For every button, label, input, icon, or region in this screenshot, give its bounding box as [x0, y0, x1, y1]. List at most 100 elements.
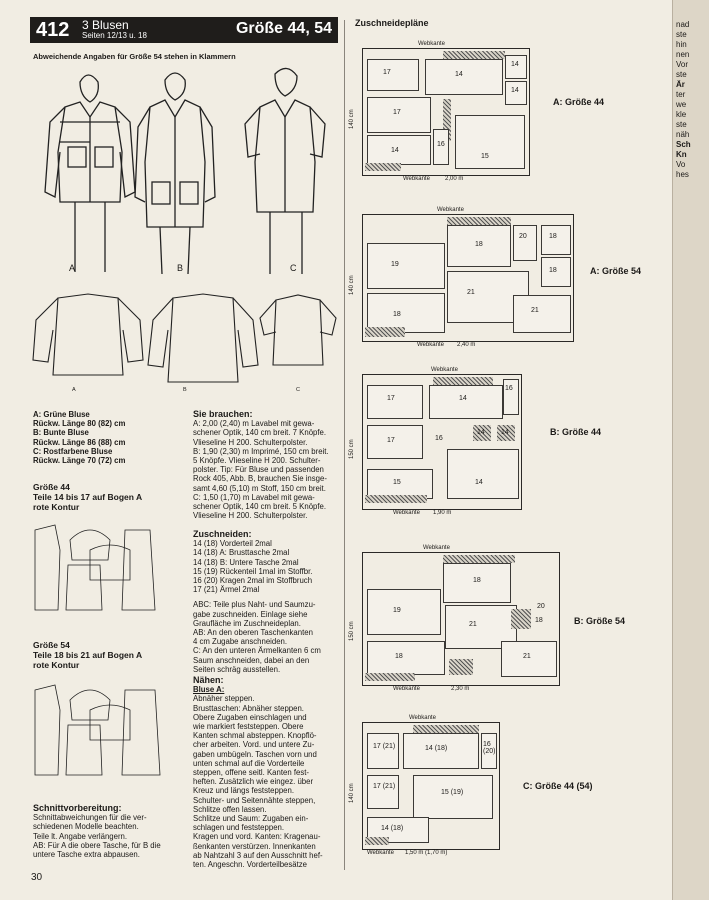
naehen-line: gaben umbügeln. Taschen vorn und [193, 749, 317, 759]
plan-piece: 14 [455, 71, 463, 78]
plan-piece: 17 [387, 395, 395, 402]
pattern-title: 3 Blusen [82, 18, 129, 32]
plan-piece: 17 (21) [373, 783, 396, 790]
adjacent-line: ste [676, 30, 687, 39]
naehen-line: ßenkanten verstürzen. Innenkanten [193, 841, 316, 851]
plan-bottom-edge: Webkante [393, 686, 420, 692]
adjacent-line: ste [676, 120, 687, 129]
plan-piece: 18 [395, 653, 403, 660]
brauchen-line: Vlieseline H 200. Schulterpolster. [193, 511, 308, 521]
naehen-title: Nähen: [193, 675, 224, 685]
g54-title: Größe 54 [33, 640, 70, 650]
g44-line1: Teile 14 bis 17 auf Bogen A [33, 492, 143, 502]
brauchen-section: Sie brauchen: A: 2,00 (2,40) m Lavabel m… [193, 409, 329, 521]
naehen-line: Obere Zugaben einschlagen und [193, 712, 307, 722]
plan-width: 150 cm [349, 439, 355, 459]
naehen-line: Schlitze offen lassen. [193, 804, 267, 814]
cutting-plan-1: Webkante 18 20 18 19 21 18 21 18 Webkant… [349, 207, 574, 348]
plan-width: 150 cm [349, 621, 355, 641]
naehen-line: heften. Zusätzlich wie eingez. über [193, 777, 314, 787]
naehen-section: Nähen: Bluse A: Abnäher steppen. Brustta… [193, 675, 323, 870]
model-line: Rückw. Länge 80 (82) cm [33, 419, 126, 429]
naehen-line: ten. Angeschn. Vorderteilbesätze [193, 860, 307, 870]
plan-piece: 14 (18) [381, 825, 404, 832]
plan-length: 1,50 m (1,70 m) [405, 850, 448, 856]
naehen-line: wie markiert feststeppen. Obere [193, 722, 304, 732]
adjacent-line: we [676, 100, 687, 109]
plan-top-edge: Webkante [423, 545, 450, 551]
header-bar: 412 3 Blusen Seiten 12/13 u. 18 Größe 44… [30, 17, 338, 43]
cutting-plan-3: Webkante 18 19 21 20 18 18 21 Webkante 2… [349, 545, 560, 692]
adjacent-page: nad ste hin nen Vor ste Är ter we kle st… [672, 0, 709, 900]
plan-label-2: B: Größe 44 [550, 427, 602, 437]
brauchen-line: C: 1,50 (1,70) m Lavabel mit gewa- [193, 492, 315, 502]
plan-piece: 21 [531, 307, 539, 314]
plan-piece: 21 [467, 289, 475, 296]
back-label-c: C [296, 387, 300, 393]
zuschneiden-line: 15 (19) Rückenteil 1mal im Stoffbr. [193, 566, 313, 576]
model-line: A: Grüne Bluse [33, 410, 90, 419]
plan-label-1: A: Größe 54 [590, 266, 642, 276]
zuschneiden-section: Zuschneiden: 14 (18) Vorderteil 2mal 14 … [193, 529, 321, 674]
naehen-line: cher arbeiten. Vord. und untere Zu- [193, 740, 315, 750]
zuschneiden-abc-line: C: An den unteren Ärmelkanten 6 cm [193, 646, 321, 656]
plan-bottom-edge: Webkante [417, 342, 444, 348]
naehen-line: Schlitze und Saum: Zugaben ein- [193, 814, 309, 824]
naehen-line: Kreuz und längs feststeppen. [193, 786, 294, 796]
cutting-plans-title: Zuschneidepläne [355, 18, 429, 28]
plan-piece: 14 [391, 147, 399, 154]
brauchen-line: B: 1,90 (2,30) m Imprimé, 150 cm breit. [193, 446, 329, 456]
plan-length: 2,30 m [451, 686, 470, 692]
schnitt-line: schiedenen Modelle beachten. [33, 822, 139, 832]
g44-heading: Größe 44 Teile 14 bis 17 auf Bogen A rot… [33, 482, 142, 512]
figure-label-b: B [177, 263, 184, 273]
figure-label-a: A [69, 263, 76, 273]
plan-piece: 14 [501, 429, 509, 436]
plan-bottom-edge: Webkante [393, 510, 420, 516]
adjacent-line: näh [676, 130, 690, 139]
plan-piece: 14 (18) [425, 745, 448, 752]
naehen-line: schlagen und feststeppen. [193, 823, 285, 833]
fashion-illustrations [44, 67, 326, 275]
cutting-plan-4: Webkante 17 (21) 14 (18) 16 (20) 17 (21)… [349, 715, 500, 856]
plan-label-4: C: Größe 44 (54) [523, 781, 593, 791]
brauchen-line: samt 4,60 (5,10) m Stoff, 150 cm breit. [193, 483, 326, 493]
figure-label-c: C [290, 263, 297, 273]
plan-top-edge: Webkante [418, 41, 445, 47]
pattern-sheet-g44 [34, 524, 156, 611]
plan-piece: 18 [393, 311, 401, 318]
plan-piece: 17 (21) [373, 743, 396, 750]
zuschneiden-abc-line: Seiten schräg ausstellen. [193, 664, 281, 674]
zuschneiden-line: 16 (20) Kragen 2mal im Stoffbruch [193, 576, 313, 586]
adjacent-line: Är [676, 80, 685, 89]
adjacent-line: nen [676, 50, 690, 59]
back-view-illustrations [32, 293, 337, 383]
brauchen-line: polster. Tip: Für Bluse und passenden [193, 465, 324, 475]
plan-piece: 16 (20) [483, 741, 496, 755]
schnitt-section: Schnittvorbereitung: Schnittabweichungen… [33, 803, 161, 859]
page-number: 30 [31, 872, 43, 883]
model-line: C: Rostfarbene Bluse [33, 446, 113, 456]
zuschneiden-line: 14 (18) A: Brusttasche 2mal [193, 548, 290, 558]
plan-piece: 14 [511, 87, 519, 94]
naehen-sub: Bluse A: [193, 685, 225, 695]
plan-piece: 18 [475, 241, 483, 248]
g54-line1: Teile 18 bis 21 auf Bogen A [33, 650, 143, 660]
pattern-sheet-g54 [34, 684, 161, 776]
plan-length: 2,00 m [445, 176, 464, 182]
zuschneiden-abc-line: Saum anschneiden, dabei an den [193, 655, 310, 665]
plan-piece: 18 [549, 233, 557, 240]
naehen-line: Abnäher steppen. [193, 694, 255, 704]
plan-piece: 18 [473, 577, 481, 584]
plan-piece: 18 [549, 267, 557, 274]
g44-line2: rote Kontur [33, 502, 80, 512]
plan-width: 140 cm [349, 109, 355, 129]
brauchen-line: Vlieseline H 200. Schulterpolster. [193, 437, 308, 447]
brauchen-line: schener Optik, 140 cm breit. 5 Knöpfe. [193, 502, 327, 512]
naehen-line: Kragen und vord. Kanten: Kragenau- [193, 832, 321, 842]
plan-piece: 14 [477, 429, 485, 436]
cutting-plan-2: Webkante 17 14 16 17 16 14 14 15 14 Webk… [349, 367, 522, 516]
naehen-line: Brusttaschen: Abnäher steppen. [193, 703, 304, 713]
plan-piece: 17 [383, 69, 391, 76]
plan-piece: 21 [469, 621, 477, 628]
